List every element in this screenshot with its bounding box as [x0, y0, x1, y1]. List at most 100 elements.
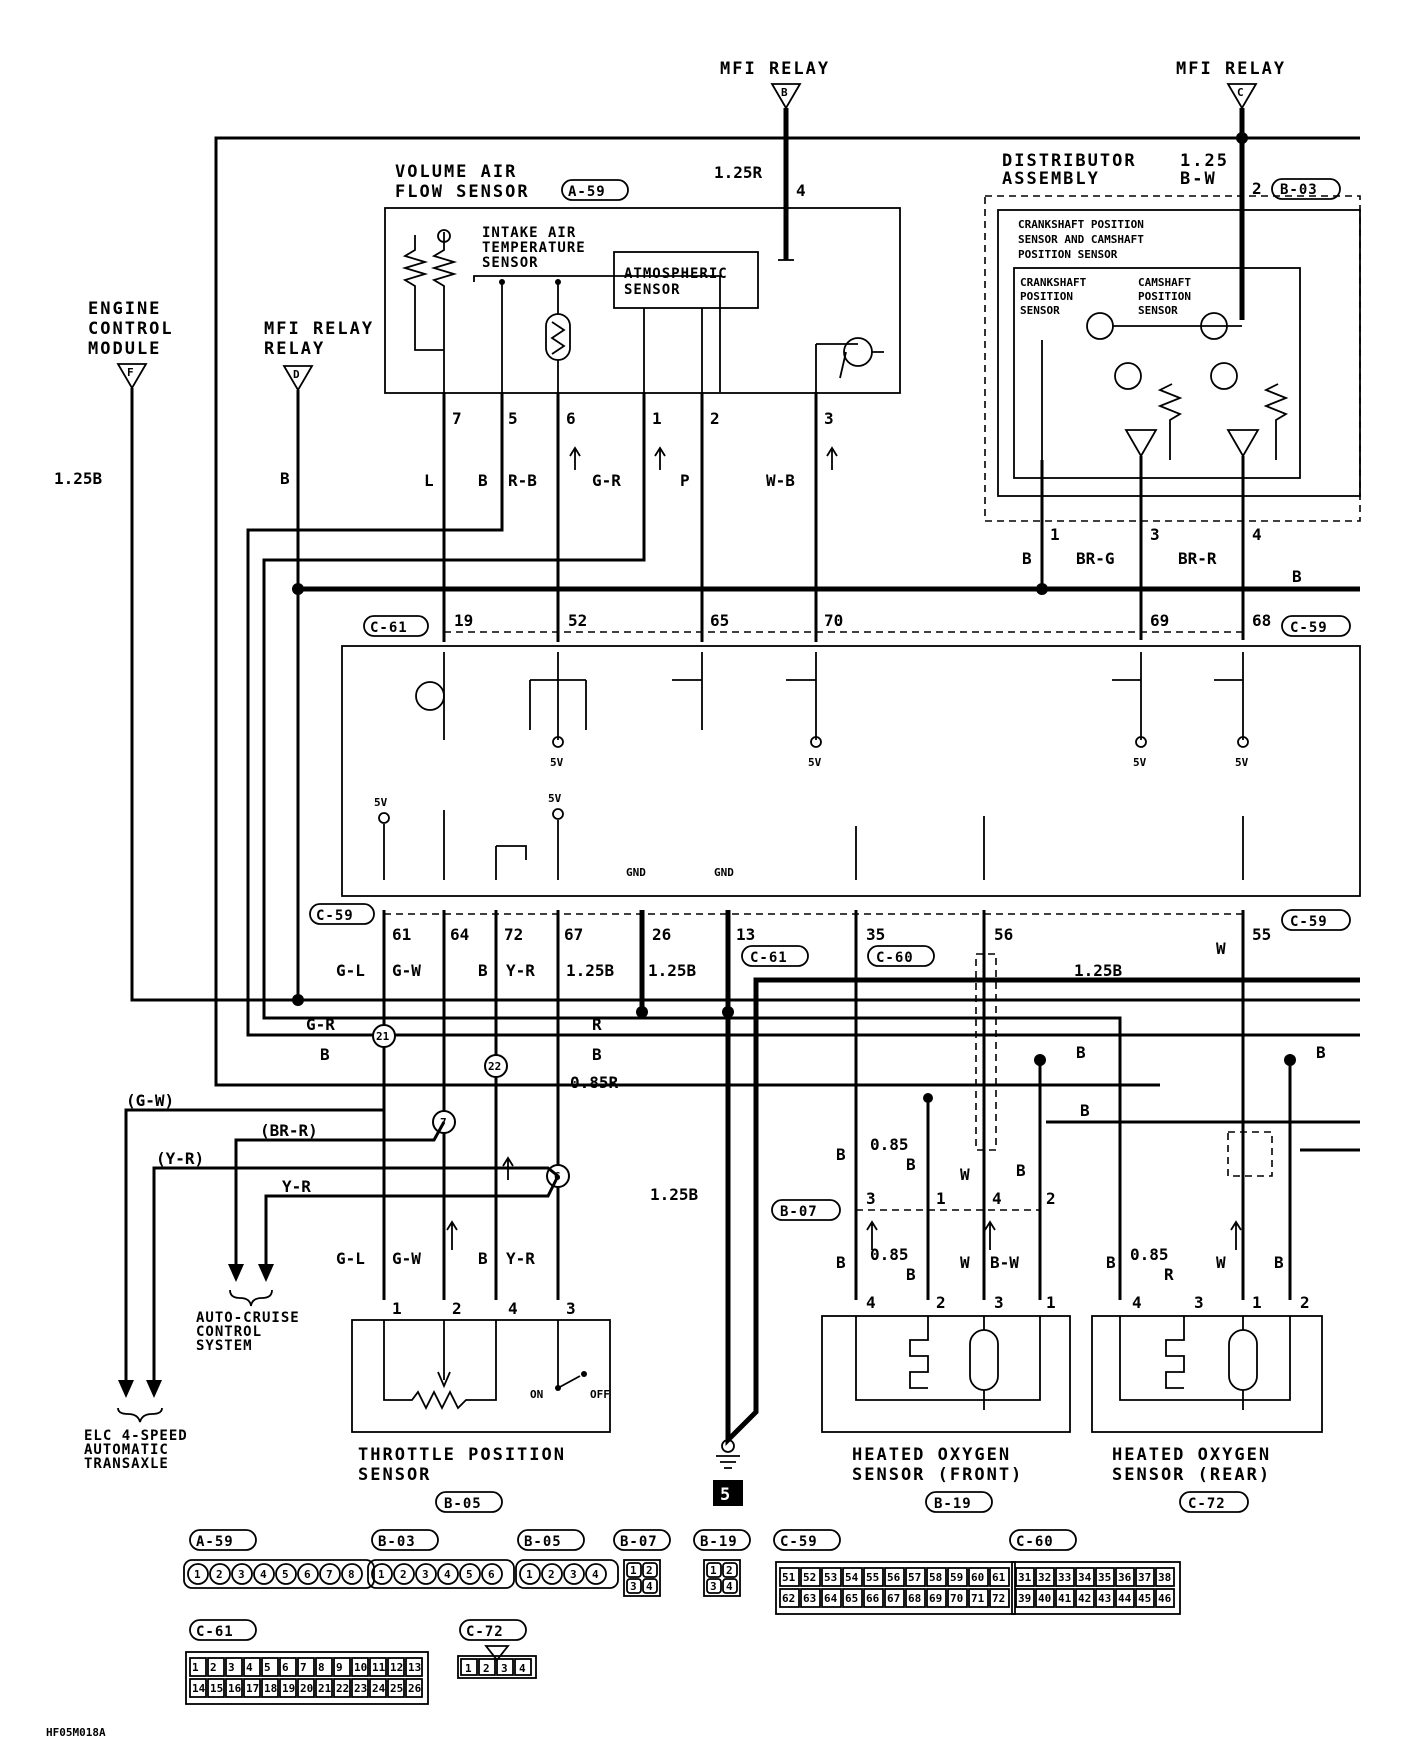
svg-text:64: 64 [450, 925, 469, 944]
legend-pin: 4 [444, 1568, 451, 1581]
svg-text:SENSOR: SENSOR [358, 1465, 431, 1485]
legend-pin: 5 [466, 1568, 473, 1581]
svg-text:MFI RELAY: MFI RELAY [720, 59, 830, 79]
svg-text:INTAKE AIR: INTAKE AIR [482, 225, 576, 241]
ecm-block: C-61 C-59 19 52 65 70 69 68 5V 5V 5V 5V … [341, 611, 1361, 897]
svg-text:B: B [1080, 1101, 1090, 1120]
svg-text:B: B [592, 1045, 602, 1064]
cmp-amp-icon [1226, 429, 1260, 458]
ecm-transistor-icon [415, 681, 445, 711]
legend-pin: 51 [782, 1571, 796, 1584]
legend-pin: 58 [929, 1571, 942, 1584]
svg-text:G-R: G-R [592, 471, 621, 490]
legend-pin: 11 [372, 1661, 386, 1674]
svg-text:B: B [836, 1145, 846, 1164]
svg-text:CONTROL: CONTROL [88, 319, 174, 339]
mid-wiring: G-L G-W B Y-R 1.25B 1.25B 1.25B G-R R B … [306, 910, 1360, 1447]
legend-pin: 20 [300, 1682, 313, 1695]
svg-text:CAMSHAFT: CAMSHAFT [1138, 276, 1191, 289]
svg-text:35: 35 [866, 925, 885, 944]
svg-text:(Y-R): (Y-R) [156, 1149, 204, 1168]
svg-text:55: 55 [1252, 925, 1271, 944]
svg-text:13: 13 [736, 925, 755, 944]
rear-o2-element-icon [1228, 1329, 1258, 1391]
svg-text:4: 4 [992, 1189, 1002, 1208]
ecm-triangle-icon [116, 363, 148, 390]
svg-text:1.25B: 1.25B [648, 961, 697, 980]
relay-c-triangle-icon [1226, 83, 1258, 110]
legend-pin: 19 [282, 1682, 295, 1695]
svg-text:C-72: C-72 [1188, 1496, 1226, 1512]
svg-text:1.25B: 1.25B [566, 961, 615, 980]
legend-label-b05: B-05 [524, 1534, 562, 1550]
svg-text:HEATED OXYGEN: HEATED OXYGEN [1112, 1445, 1271, 1465]
svg-text:56: 56 [994, 925, 1013, 944]
legend-pin: 1 [526, 1568, 533, 1581]
svg-text:W-B: W-B [766, 471, 795, 490]
svg-text:B-W: B-W [1180, 169, 1217, 189]
legend-pin: 4 [260, 1568, 267, 1581]
svg-text:POSITION SENSOR: POSITION SENSOR [1018, 248, 1118, 261]
svg-text:4: 4 [866, 1293, 876, 1312]
svg-text:G-L: G-L [336, 961, 365, 980]
svg-text:P: P [680, 471, 690, 490]
legend-pin: 46 [1158, 1592, 1172, 1605]
ground-number-badge [713, 1480, 743, 1506]
legend-pin: 25 [390, 1682, 403, 1695]
legend-pin: 2 [400, 1568, 407, 1581]
svg-text:TEMPERATURE: TEMPERATURE [482, 240, 586, 256]
svg-text:G-W: G-W [392, 1249, 421, 1268]
svg-text:ATMOSPHERIC: ATMOSPHERIC [624, 266, 728, 282]
volume-air-flow-sensor: VOLUME AIR FLOW SENSOR A-59 INTAKE AIR T… [384, 162, 901, 394]
legend-pin: 10 [354, 1661, 367, 1674]
svg-text:Y-R: Y-R [506, 961, 535, 980]
legend-pin: 2 [483, 1662, 490, 1675]
svg-text:B-05: B-05 [444, 1496, 482, 1512]
legend-pin: 36 [1118, 1571, 1132, 1584]
cps-photodiode-icon [1114, 362, 1142, 390]
legend-pin: 68 [908, 1592, 921, 1605]
svg-text:R: R [592, 1015, 602, 1034]
svg-text:61: 61 [392, 925, 411, 944]
svg-text:B: B [906, 1155, 916, 1174]
svg-text:BR-R: BR-R [1178, 549, 1217, 568]
svg-text:L: L [424, 471, 434, 490]
svg-text:6: 6 [566, 409, 576, 428]
legend-pin: 38 [1158, 1571, 1171, 1584]
svg-text:22: 22 [488, 1060, 501, 1073]
legend-pin: 44 [1118, 1592, 1132, 1605]
svg-text:SENSOR (REAR): SENSOR (REAR) [1112, 1465, 1271, 1485]
svg-text:POSITION: POSITION [1020, 290, 1073, 303]
svg-text:3: 3 [1194, 1293, 1204, 1312]
svg-text:CRANKSHAFT POSITION: CRANKSHAFT POSITION [1018, 218, 1144, 231]
svg-text:C: C [1237, 86, 1244, 99]
legend-pin: 66 [866, 1592, 880, 1605]
svg-text:ON: ON [530, 1388, 543, 1401]
vaf-contact-icon [437, 229, 451, 243]
legend-pin: 63 [803, 1592, 816, 1605]
mfi-relay-c: MFI RELAY C [1176, 59, 1284, 110]
legend-pin: 3 [422, 1568, 429, 1581]
svg-text:1: 1 [1252, 1293, 1262, 1312]
svg-text:2: 2 [1252, 179, 1262, 198]
legend-pin: 1 [465, 1662, 472, 1675]
legend-pin: 70 [950, 1592, 963, 1605]
legend-pin: 8 [348, 1568, 355, 1581]
legend-pin: 5 [282, 1568, 289, 1581]
legend-pin: 24 [372, 1682, 386, 1695]
svg-text:AUTO-CRUISE: AUTO-CRUISE [196, 1310, 300, 1326]
cmp-photodiode-icon [1210, 362, 1238, 390]
legend-pin: 31 [1018, 1571, 1032, 1584]
svg-text:2: 2 [1046, 1189, 1056, 1208]
svg-text:B: B [320, 1045, 330, 1064]
svg-text:3: 3 [824, 409, 834, 428]
svg-text:W: W [960, 1165, 970, 1184]
svg-text:C-59: C-59 [316, 908, 354, 924]
svg-text:1: 1 [936, 1189, 946, 1208]
engine-control-module-label: ENGINE CONTROL MODULE F 1.25B [54, 299, 174, 488]
svg-text:3: 3 [1150, 525, 1160, 544]
svg-text:5V: 5V [1235, 756, 1249, 769]
svg-text:GND: GND [714, 866, 734, 879]
svg-text:70: 70 [824, 611, 843, 630]
